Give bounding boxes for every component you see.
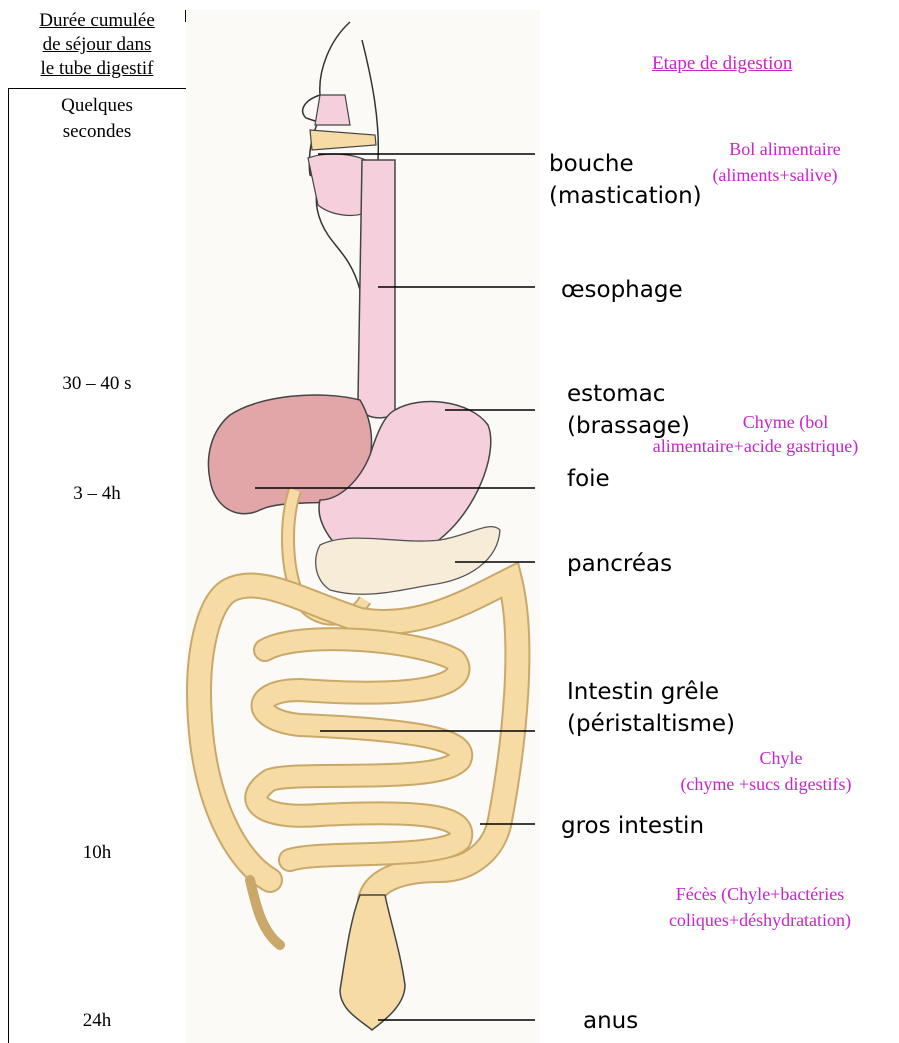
stage-chyle-line2: (chyme +sucs digestifs) <box>636 771 896 797</box>
stage-feces-line1: Fécès (Chyle+bactéries <box>630 881 890 907</box>
stage-chyme-line1: Chyme (bol <box>612 410 899 434</box>
label-intestin-line2: (péristaltisme) <box>567 708 735 740</box>
label-foie: foie <box>567 463 610 495</box>
label-pancreas: pancréas <box>567 548 672 580</box>
stage-bol-line1: Bol alimentaire <box>660 136 890 162</box>
nasal-cavity <box>315 95 350 125</box>
stage-bol-alimentaire: Bol alimentaire (aliments+salive) <box>660 136 890 188</box>
label-anus: anus <box>583 1005 638 1037</box>
stage-chyme-line2: alimentaire+acide gastrique) <box>612 434 899 458</box>
time-30-40s: 30 – 40 s <box>8 373 186 395</box>
time-label-1a: Quelques <box>8 93 186 119</box>
time-quelques-secondes: Quelques secondes <box>8 93 186 145</box>
stage-feces: Fécès (Chyle+bactéries coliques+déshydra… <box>630 881 890 933</box>
label-gros-intestin: gros intestin <box>561 810 704 842</box>
time-10h: 10h <box>8 842 186 864</box>
stage-chyle: Chyle (chyme +sucs digestifs) <box>636 745 896 797</box>
stage-feces-line2: coliques+déshydratation) <box>630 907 890 933</box>
stage-bol-line2: (aliments+salive) <box>660 162 890 188</box>
stage-chyme: Chyme (bol alimentaire+acide gastrique) <box>612 410 899 458</box>
label-intestin-line1: Intestin grêle <box>567 676 735 708</box>
label-oesophage: œsophage <box>561 274 683 306</box>
oesophagus <box>358 160 395 418</box>
time-24h: 24h <box>8 1010 186 1032</box>
time-label-1b: secondes <box>8 119 186 145</box>
label-intestin-grele: Intestin grêle (péristaltisme) <box>567 676 735 740</box>
label-estomac-line1: estomac <box>567 378 690 410</box>
stage-chyle-line1: Chyle <box>636 745 896 771</box>
time-3-4h: 3 – 4h <box>8 483 186 505</box>
